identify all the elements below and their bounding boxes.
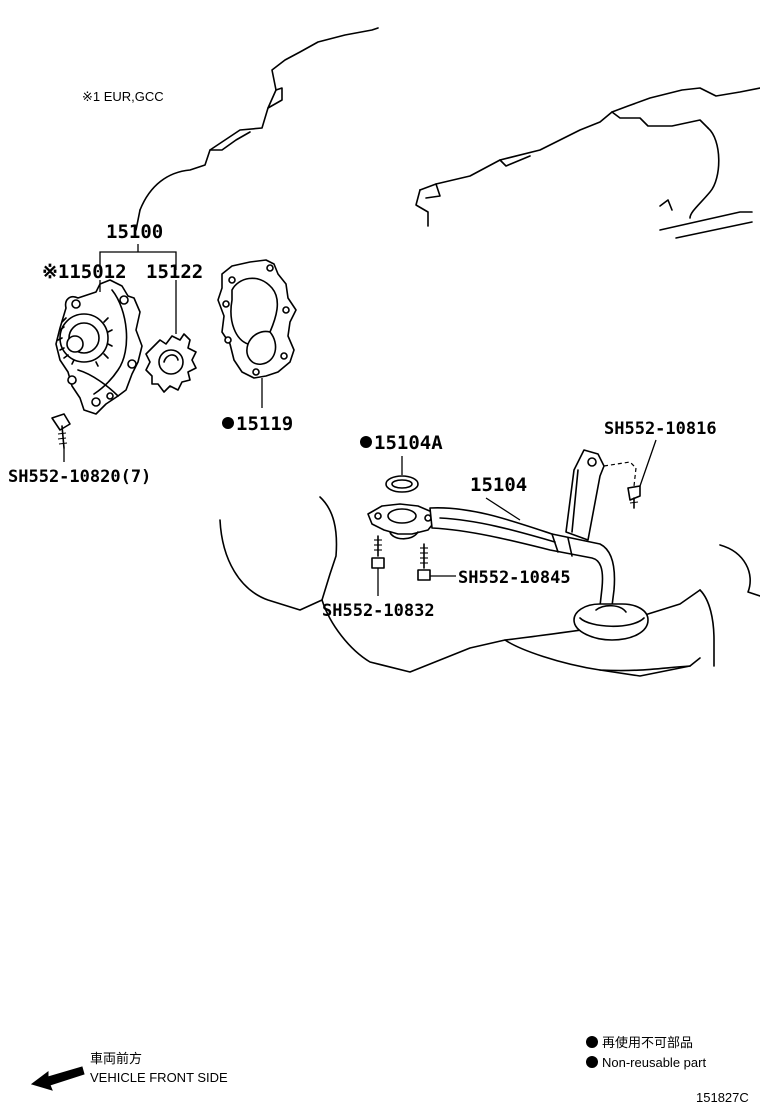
vehicle-front-indicator: 車両前方 VEHICLE FRONT SIDE: [30, 1051, 228, 1091]
part-number-sh552-10845: SH552-10845: [458, 568, 571, 588]
direction-label-en: VEHICLE FRONT SIDE: [90, 1070, 228, 1085]
part-number-15104: 15104: [470, 474, 527, 496]
oil-pump-body: [55, 279, 143, 415]
part-number-sh552-10832: SH552-10832: [322, 601, 435, 621]
assembly-bracket-15100: [99, 244, 177, 270]
applicability-note: ※1 EUR,GCC: [82, 89, 164, 104]
part-number-15119: 15119: [236, 413, 293, 435]
part-number-15122: 15122: [146, 261, 203, 283]
part-number-sh552-10816: SH552-10816: [604, 419, 717, 439]
front-arrow-icon: [30, 1066, 85, 1091]
bracket-bolt: [603, 439, 657, 509]
strainer-gasket: [385, 456, 419, 493]
drive-rotor: [145, 333, 197, 393]
part-number-15104a: 15104A: [374, 432, 443, 454]
strainer-bolt-a: [371, 535, 385, 596]
legend-dot-en: [586, 1056, 598, 1068]
direction-label-jp: 車両前方: [90, 1051, 142, 1066]
non-reusable-mark-15119: [222, 417, 234, 429]
non-reusable-mark-15104a: [360, 436, 372, 448]
oil-pan-outline: [219, 496, 760, 677]
engine-block-outline: [135, 27, 760, 239]
legend-non-reusable-jp: 再使用不可部品: [602, 1035, 693, 1050]
part-number-15012: ※115012: [42, 261, 127, 283]
legend: 再使用不可部品 Non-reusable part: [586, 1035, 706, 1070]
diagram-code: 151827C: [696, 1090, 749, 1105]
oil-pump-gasket: [217, 259, 297, 379]
pump-bolt: [51, 413, 71, 462]
part-number-15100: 15100: [106, 221, 163, 243]
part-number-sh552-10820: SH552-10820(7): [8, 467, 151, 487]
strainer-bolt-b: [417, 543, 456, 581]
legend-dot-jp: [586, 1036, 598, 1048]
oil-strainer: [367, 449, 649, 641]
legend-non-reusable-en: Non-reusable part: [602, 1055, 706, 1070]
